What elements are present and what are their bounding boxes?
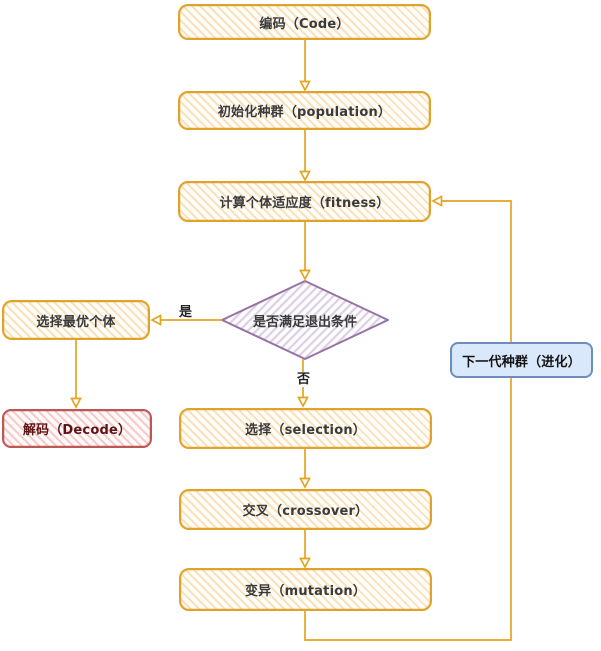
node-mutation: 变异（mutation） [179,568,432,611]
node-decode: 解码（Decode） [2,409,152,448]
arrowhead-down [299,269,311,281]
node-decision-label: 是否满足退出条件 [252,314,357,330]
edge-label-no: 否 [295,372,313,387]
node-fitness: 计算个体适应度（fitness） [178,181,431,222]
edge-mutation-fitness-loop [304,195,512,641]
arrowhead-down [299,557,311,569]
edge-label-yes: 是 [179,305,193,320]
node-population: 初始化种群（population） [178,91,431,130]
arrowhead-left [150,314,162,326]
node-selection: 选择（selection） [179,408,432,449]
node-code: 编码（Code） [178,4,431,40]
edge-fitness-decision [299,222,311,281]
arrowhead-down [299,80,311,92]
node-select-best: 选择最优个体 [2,300,150,340]
edge-decision-best [150,314,222,326]
edge-crossover-mutation [299,530,311,569]
arrowhead-down [299,170,311,182]
edge-population-fitness [299,130,311,182]
edge-code-population [299,40,311,92]
arrowhead-down [297,396,309,408]
node-next-generation: 下一代种群（进化） [450,342,593,378]
arrowhead-down [299,477,311,489]
decision-diamond-shape [221,280,389,360]
edge-best-decode [70,340,82,409]
node-crossover: 交叉（crossover） [179,489,432,530]
arrowhead-left [431,195,443,207]
arrowhead-down [70,397,82,409]
edge-selection-crossover [299,449,311,489]
